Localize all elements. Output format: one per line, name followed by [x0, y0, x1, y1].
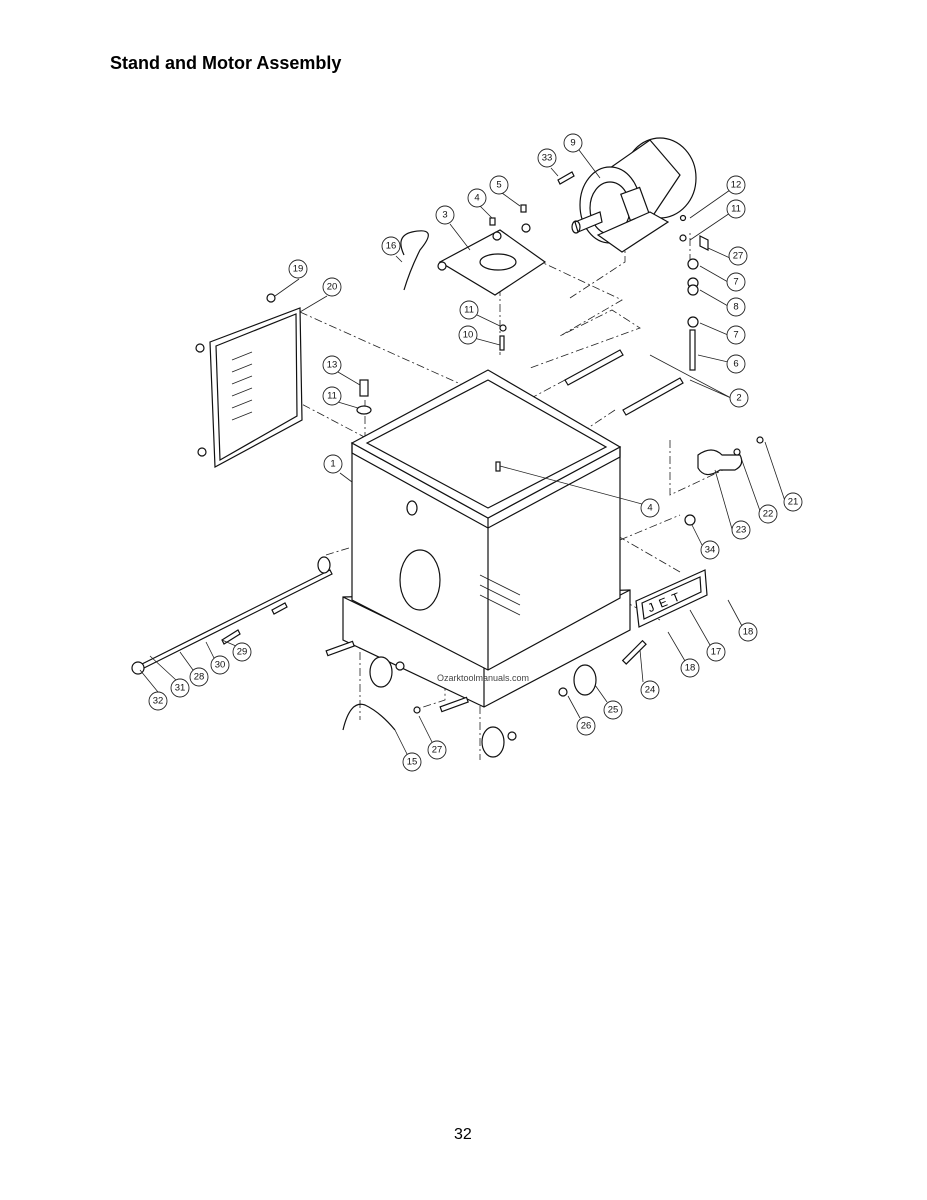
svg-text:2: 2	[736, 393, 741, 404]
svg-text:7: 7	[733, 330, 738, 341]
callout-23: 23	[731, 520, 751, 540]
callout-32: 32	[148, 691, 168, 711]
stand-cabinet	[342, 369, 631, 708]
svg-text:28: 28	[194, 672, 205, 683]
svg-text:27: 27	[432, 745, 443, 756]
callout-5: 5	[489, 175, 509, 195]
callout-27: 27	[728, 246, 748, 266]
svg-text:27: 27	[733, 251, 744, 262]
callout-3: 3	[435, 205, 455, 225]
svg-text:11: 11	[464, 305, 474, 316]
callout-34: 34	[700, 540, 720, 560]
callout-28: 28	[189, 667, 209, 687]
page-number: 32	[454, 1126, 472, 1143]
callout-4: 4	[640, 498, 660, 518]
callout-11: 11	[459, 300, 479, 320]
callout-33: 33	[537, 148, 557, 168]
callout-15: 15	[402, 752, 422, 772]
callout-1: 1	[323, 454, 343, 474]
svg-text:24: 24	[645, 685, 656, 696]
svg-text:18: 18	[685, 663, 696, 674]
callout-12: 12	[726, 175, 746, 195]
svg-text:25: 25	[608, 705, 619, 716]
leader-lines	[139, 149, 789, 755]
svg-text:10: 10	[463, 330, 474, 341]
watermark: Ozarktoolmanuals.com	[437, 673, 529, 683]
callout-18: 18	[738, 622, 758, 642]
svg-text:23: 23	[736, 525, 747, 536]
callout-27: 27	[427, 740, 447, 760]
callout-17: 17	[706, 642, 726, 662]
svg-text:32: 32	[153, 696, 164, 707]
callout-21: 21	[783, 492, 803, 512]
svg-text:18: 18	[743, 627, 754, 638]
callout-11: 11	[322, 386, 342, 406]
svg-text:4: 4	[474, 193, 479, 204]
callout-4: 4	[467, 188, 487, 208]
svg-text:13: 13	[327, 360, 338, 371]
callout-18: 18	[680, 658, 700, 678]
callout-22: 22	[758, 504, 778, 524]
callout-19: 19	[288, 259, 308, 279]
svg-text:11: 11	[327, 391, 337, 402]
callout-11: 11	[726, 199, 746, 219]
callout-9: 9	[563, 133, 583, 153]
callout-16: 16	[381, 236, 401, 256]
svg-text:33: 33	[542, 153, 553, 164]
callout-6: 6	[726, 354, 746, 374]
callout-10: 10	[458, 325, 478, 345]
svg-text:19: 19	[293, 264, 304, 275]
callout-2: 2	[729, 388, 749, 408]
callout-29: 29	[232, 642, 252, 662]
svg-text:5: 5	[496, 180, 501, 191]
callout-26: 26	[576, 716, 596, 736]
svg-text:34: 34	[705, 545, 716, 556]
svg-text:22: 22	[763, 509, 774, 520]
callout-24: 24	[640, 680, 660, 700]
svg-text:8: 8	[733, 302, 738, 313]
callouts: 9 33 12 11 27 7 8 7 6 2 5 4 3 16 19 20 1…	[148, 133, 803, 772]
svg-text:9: 9	[570, 138, 575, 149]
callout-31: 31	[170, 678, 190, 698]
svg-text:1: 1	[330, 459, 335, 470]
svg-text:31: 31	[175, 683, 186, 694]
jet-nameplate: JET	[635, 569, 708, 628]
svg-text:30: 30	[215, 660, 226, 671]
side-panel	[195, 293, 303, 468]
callout-7: 7	[726, 325, 746, 345]
motor	[557, 137, 697, 253]
svg-text:29: 29	[237, 647, 248, 658]
callout-30: 30	[210, 655, 230, 675]
svg-text:15: 15	[407, 757, 418, 768]
svg-text:20: 20	[327, 282, 338, 293]
page-title: Stand and Motor Assembly	[110, 53, 342, 73]
svg-text:6: 6	[733, 359, 738, 370]
callout-8: 8	[726, 297, 746, 317]
hardware-parts	[131, 214, 764, 758]
motor-mount-plate	[437, 204, 547, 296]
svg-text:3: 3	[442, 210, 447, 221]
svg-text:16: 16	[386, 241, 397, 252]
svg-text:26: 26	[581, 721, 592, 732]
svg-text:4: 4	[647, 503, 652, 514]
svg-text:7: 7	[733, 277, 738, 288]
callout-7: 7	[726, 272, 746, 292]
callout-25: 25	[603, 700, 623, 720]
svg-text:12: 12	[731, 180, 742, 191]
svg-text:21: 21	[788, 497, 799, 508]
callout-13: 13	[322, 355, 342, 375]
svg-text:11: 11	[731, 204, 741, 215]
svg-text:17: 17	[711, 647, 722, 658]
callout-20: 20	[322, 277, 342, 297]
